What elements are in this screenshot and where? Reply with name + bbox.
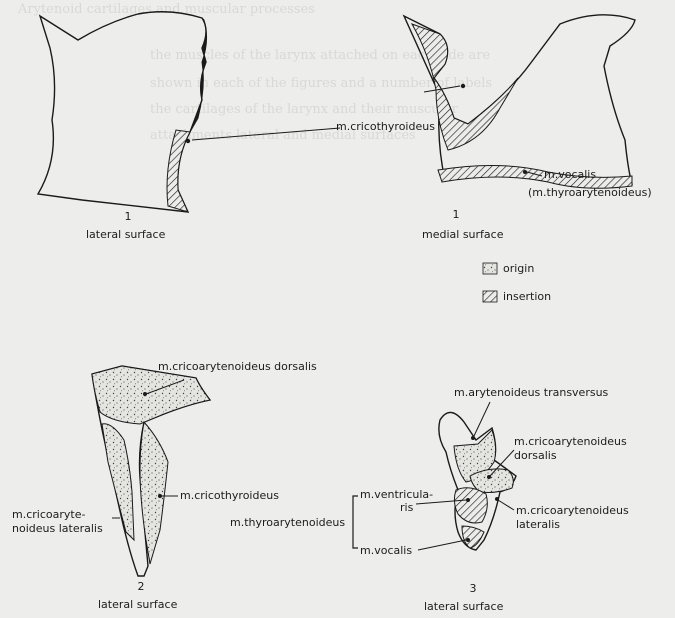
legend-origin-swatch: [483, 263, 497, 274]
label-thyroarytenoideus: (m.thyroarytenoideus): [528, 186, 652, 200]
label-vocalis: m.vocalis: [544, 168, 596, 182]
legend-origin-label: origin: [503, 262, 534, 276]
label-cricothyroideus: m.cricothyroideus: [336, 120, 435, 134]
fig1-medial-cartilage: [404, 15, 635, 188]
label-ventricularis-1: m.ventricula-: [360, 488, 433, 502]
leader-line: [192, 128, 340, 140]
fig3-cartilage: [439, 412, 516, 550]
leader-dot: [523, 170, 527, 174]
thyroarytenoideus-bracket: [353, 496, 358, 548]
cartilage-outline: [38, 12, 206, 212]
vocalis-insertion-strip: [438, 165, 632, 188]
cartilage-edge-shading: [190, 18, 207, 132]
label-cricoarytenoideus-dorsalis-3b: dorsalis: [514, 449, 557, 463]
leader-dot: [143, 392, 147, 396]
label-thyroarytenoideus-3: m.thyroarytenoideus: [230, 516, 345, 530]
ventricularis-area: [454, 488, 487, 523]
leader-dot: [495, 497, 499, 501]
leader-dot: [461, 84, 465, 88]
label-cricoarytenoideus-lateralis-2: noideus lateralis: [12, 522, 103, 536]
fig2-number: 2: [126, 580, 156, 594]
leader-line: [498, 500, 514, 510]
fig2-caption: lateral surface: [98, 598, 177, 612]
fig1-lateral-cartilage: [38, 12, 207, 212]
label-cricoarytenoideus-lateralis-3b: lateralis: [516, 518, 560, 532]
leader-dot: [466, 498, 470, 502]
label-cricothyroideus-2: m.cricothyroideus: [180, 489, 279, 503]
label-cricoarytenoideus-lateralis-1: m.cricoaryte-: [12, 508, 85, 522]
fig3-number: 3: [458, 582, 488, 596]
label-cricoarytenoideus-dorsalis: m.cricoarytenoideus dorsalis: [158, 360, 317, 374]
cricoarytenoideus-lateralis-area: [102, 424, 134, 540]
leader-line: [418, 540, 466, 550]
fig3-caption: lateral surface: [424, 600, 503, 614]
fig2-cartilage: [92, 366, 210, 576]
label-vocalis-3: m.vocalis: [360, 544, 412, 558]
cricoarytenoideus-dorsalis-area: [92, 366, 210, 424]
label-cricoarytenoideus-dorsalis-3a: m.cricoarytenoideus: [514, 435, 627, 449]
label-ventricularis-2: ris: [400, 501, 413, 515]
leader-dot: [158, 494, 162, 498]
fig1-lateral-number: 1: [108, 210, 148, 224]
cricothyroideus-area: [140, 422, 168, 564]
leader-dot: [471, 436, 475, 440]
label-arytenoideus-transversus: m.arytenoideus transversus: [454, 386, 608, 400]
fig1-medial-number: 1: [436, 208, 476, 222]
label-cricoarytenoideus-lateralis-3a: m.cricoarytenoideus: [516, 504, 629, 518]
legend-insertion-label: insertion: [503, 290, 551, 304]
leader-dot: [466, 538, 470, 542]
leader-dot: [186, 139, 190, 143]
fig1-lateral-caption: lateral surface: [86, 228, 165, 242]
fig1-medial-caption: medial surface: [422, 228, 503, 242]
legend-insertion-swatch: [483, 291, 497, 302]
leader-dot: [487, 475, 491, 479]
